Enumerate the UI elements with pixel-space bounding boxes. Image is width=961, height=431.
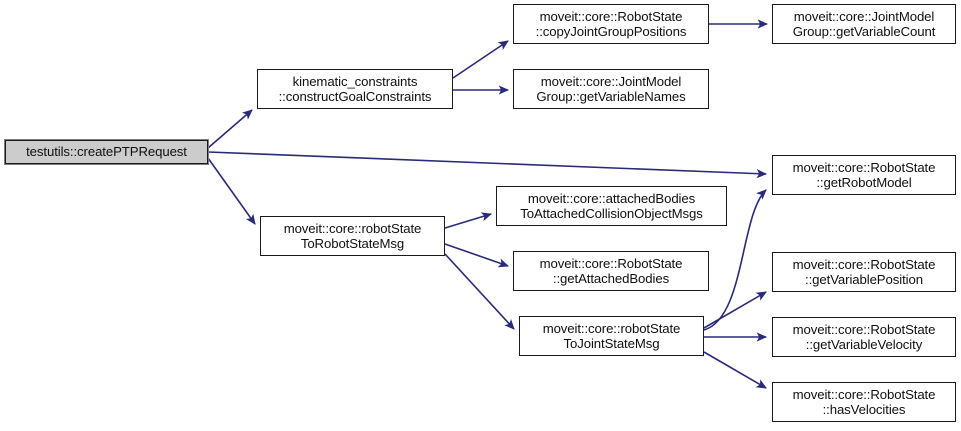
edge-createPTPRequest-to-robotStateToRobotStateMsg (207, 157, 256, 225)
node-label: moveit::core::RobotState ::getRobotModel (792, 159, 936, 191)
node-robotstate-getattachedbodies[interactable]: moveit::core::RobotState ::getAttachedBo… (513, 251, 709, 291)
node-robotstate-getvariableposition[interactable]: moveit::core::RobotState ::getVariablePo… (772, 252, 956, 292)
node-attachedbodiestoattachedcollisionobjectmsgs[interactable]: moveit::core::attachedBodies ToAttachedC… (496, 186, 727, 226)
edge-robotStateToRobotStateMsg-to-getAttachedBodies (444, 243, 509, 268)
edge-constructGoalConstraints-to-copyJointGroupPositions (452, 40, 509, 79)
edge-createPTPRequest-to-constructGoalConstraints (207, 109, 253, 149)
node-label: kinematic_constraints ::constructGoalCon… (278, 73, 432, 105)
node-label: moveit::core::RobotState ::getAttachedBo… (539, 255, 683, 287)
node-robotstate-hasvelocities[interactable]: moveit::core::RobotState ::hasVelocities (772, 382, 956, 422)
node-label: moveit::core::JointModel Group::getVaria… (792, 8, 936, 40)
node-testutils-createptprequest[interactable]: testutils::createPTPRequest (5, 140, 208, 164)
node-robotstate-getrobotmodel[interactable]: moveit::core::RobotState ::getRobotModel (772, 155, 956, 195)
node-label: moveit::core::RobotState ::getVariablePo… (792, 256, 936, 288)
edge-createPTPRequest-to-getRobotModel (207, 151, 768, 179)
node-label: moveit::core::RobotState ::getVariableVe… (792, 321, 936, 353)
node-jointmodelgroup-getvariablenames[interactable]: moveit::core::JointModel Group::getVaria… (513, 69, 709, 109)
node-robotstatetojointstatemsg[interactable]: moveit::core::robotState ToJointStateMsg (519, 316, 704, 356)
node-label: moveit::core::robotState ToJointStateMsg (542, 320, 681, 352)
node-kinematic-constraints-constructgoalconstraints[interactable]: kinematic_constraints ::constructGoalCon… (257, 69, 453, 109)
node-label: moveit::core::RobotState ::copyJointGrou… (535, 8, 687, 40)
edge-robotStateToJointStateMsg-to-getVariablePosition (703, 291, 767, 329)
edge-robotStateToRobotStateMsg-to-attachedBodiesToAttachedCollisionObjectMsgs (444, 212, 492, 229)
node-label: testutils::createPTPRequest (26, 144, 187, 160)
edge-robotStateToRobotStateMsg-to-robotStateToJointStateMsg (444, 253, 515, 330)
node-label: moveit::core::robotState ToRobotStateMsg (283, 220, 422, 252)
node-robotstate-getvariablevelocity[interactable]: moveit::core::RobotState ::getVariableVe… (772, 317, 956, 357)
node-label: moveit::core::JointModel Group::getVaria… (536, 73, 686, 105)
node-robotstate-copyjointgrouppositions[interactable]: moveit::core::RobotState ::copyJointGrou… (513, 4, 709, 44)
node-robotstatetorobotstatemsg[interactable]: moveit::core::robotState ToRobotStateMsg (260, 216, 445, 256)
node-jointmodelgroup-getvariablecount[interactable]: moveit::core::JointModel Group::getVaria… (772, 4, 956, 44)
node-label: moveit::core::RobotState ::hasVelocities (792, 386, 936, 418)
node-label: moveit::core::attachedBodies ToAttachedC… (520, 190, 703, 222)
edge-robotStateToJointStateMsg-to-hasVelocities (703, 351, 767, 389)
